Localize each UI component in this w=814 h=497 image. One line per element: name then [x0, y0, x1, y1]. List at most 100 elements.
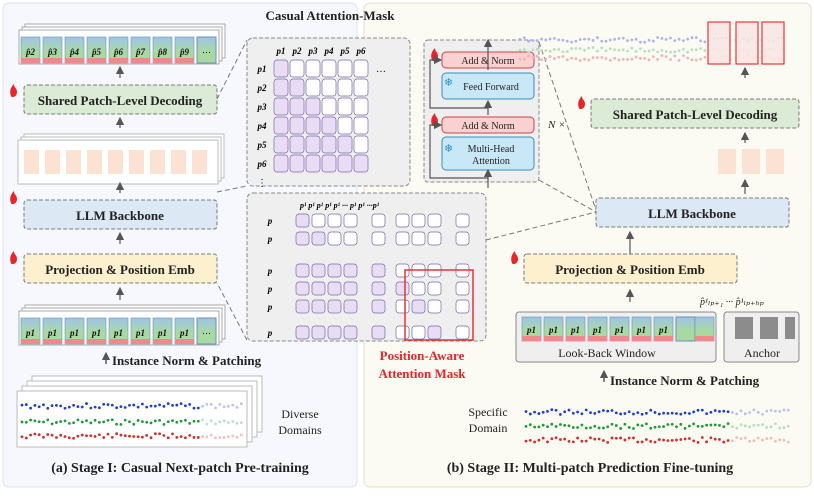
- mask-cell: [343, 281, 358, 296]
- mask-cell: [371, 281, 386, 296]
- mask-cell: [305, 97, 321, 116]
- stage1-decoding-label: Shared Patch-Level Decoding: [38, 93, 203, 108]
- stage2-forecast-series: [518, 21, 785, 65]
- mask-row-label: p5: [257, 140, 268, 150]
- mask-cell: [395, 325, 410, 340]
- patch-label: p1: [592, 325, 602, 335]
- stage2-projection-box: [523, 253, 738, 284]
- mask-col-label: p5: [340, 46, 351, 56]
- mask-cell: [311, 281, 326, 296]
- patch-label: p1: [658, 325, 668, 335]
- stage1-backbone-label: LLM Backbone: [76, 208, 164, 223]
- fire-icon: [10, 191, 17, 204]
- mask-cell: [395, 213, 410, 228]
- mask-cell: [321, 135, 337, 154]
- mask-cell: [289, 97, 305, 116]
- fire-icon: [578, 96, 585, 109]
- forecast-window: [735, 21, 759, 65]
- mask-cell: [411, 213, 426, 228]
- mask-cell: [305, 116, 321, 135]
- mask-cell: [343, 231, 358, 246]
- mask-cell: [411, 231, 426, 246]
- mask-cell: [337, 97, 353, 116]
- patch-label: p1: [570, 325, 580, 335]
- mask-cell: [295, 231, 310, 246]
- hidden-token: [129, 150, 144, 174]
- mask-cell: [455, 281, 470, 296]
- patch-label: p̂3: [47, 47, 58, 57]
- patch-label: p̂9: [179, 47, 190, 57]
- patch-label: p1: [548, 325, 558, 335]
- mask-cell: [455, 325, 470, 340]
- mask-row-label: p: [267, 234, 273, 244]
- position-mask-label: Attention Mask: [378, 366, 466, 381]
- forecast-window: [707, 21, 731, 65]
- mask-cell: [305, 135, 321, 154]
- stage2-backbone-box: [595, 197, 790, 228]
- patch-label: p̂5: [91, 47, 102, 57]
- mask-cell: [411, 281, 426, 296]
- mask-cell: [327, 263, 342, 278]
- mask-row-label: p: [267, 216, 273, 226]
- mask-cell: [353, 97, 369, 116]
- mask-cell: [311, 299, 326, 314]
- snowflake-icon: ❄: [444, 77, 453, 89]
- mask-cell: [327, 281, 342, 296]
- attention-label: Multi-Head: [468, 144, 515, 155]
- mask-cell: [321, 59, 337, 78]
- mask-cell: [289, 116, 305, 135]
- mask-cell: [411, 299, 426, 314]
- mask-cell: [427, 299, 442, 314]
- mask-cell: [327, 213, 342, 228]
- mask-cell: [455, 213, 470, 228]
- patch-label: p1: [157, 328, 167, 338]
- patch-label: p1: [179, 328, 189, 338]
- mask-cell: [371, 213, 386, 228]
- mask-cell: [427, 213, 442, 228]
- patch-label: p1: [47, 328, 57, 338]
- patch-label: p1: [113, 328, 123, 338]
- mask-cell: [455, 231, 470, 246]
- mask-cell: [395, 281, 410, 296]
- mask-col-label: p2: [292, 46, 303, 56]
- mask-cell: [273, 154, 289, 173]
- hidden-token: [108, 150, 123, 174]
- mask-cell: [305, 154, 321, 173]
- stage2-domain-label: Domain: [469, 421, 508, 435]
- stage2-time-series: [524, 408, 790, 444]
- mask-cell: [343, 213, 358, 228]
- snowflake-icon: ❄: [444, 143, 453, 155]
- mask-row-label: p1: [257, 64, 267, 74]
- mask-cell: [371, 231, 386, 246]
- stage1-projection-box: [23, 253, 218, 284]
- fire-icon: [10, 251, 17, 264]
- causal-mask-title: Casual Attention-Mask: [266, 8, 396, 23]
- feed-forward-label: Feed Forward: [463, 82, 519, 93]
- mask-cell: [327, 231, 342, 246]
- mask-col-label: p¹ p¹ p¹ p¹ p¹ ··· p¹ p¹ ···p¹: [299, 201, 380, 210]
- mask-row-label: p3: [257, 102, 268, 112]
- mask-cell: [311, 213, 326, 228]
- mask-cell: [353, 78, 369, 97]
- svg-text:⋮: ⋮: [257, 178, 267, 189]
- mask-row-label: p6: [257, 159, 268, 169]
- mask-cell: [273, 78, 289, 97]
- mask-cell: [371, 263, 386, 278]
- lookback-label: Look-Back Window: [558, 346, 656, 360]
- mask-cell: [343, 325, 358, 340]
- fire-icon: [10, 84, 17, 97]
- hidden-token: [24, 150, 39, 174]
- mask-cell: [295, 281, 310, 296]
- mask-cell: [371, 299, 386, 314]
- stage2-decoding-label: Shared Patch-Level Decoding: [613, 107, 778, 122]
- hidden-token: [66, 150, 81, 174]
- mask-row-label: p4: [257, 121, 268, 131]
- mask-cell: [327, 325, 342, 340]
- patch-label: p̂2: [25, 47, 36, 57]
- attention-label: Attention: [472, 156, 510, 167]
- hidden-token: [45, 150, 60, 174]
- mask-cell: [321, 116, 337, 135]
- stage1-projection-label: Projection & Position Emb: [45, 262, 195, 277]
